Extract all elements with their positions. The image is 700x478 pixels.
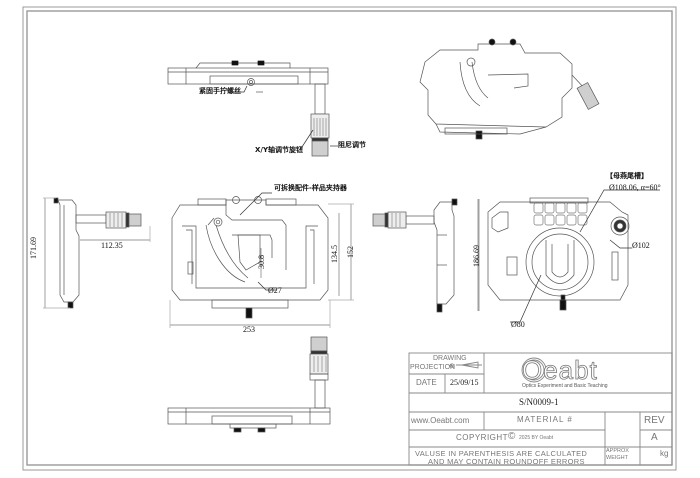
dim-width: 253 [243,325,255,334]
logo-tagline: Optics Experiment and Basic Teaching [522,383,608,389]
sheet-border [22,6,677,471]
front-view [169,192,354,328]
dim-height-left: 171.69 [29,237,38,259]
callout-xy-knob: X/Y轴调节旋钮 [255,146,304,154]
back-view [477,189,660,323]
side-view-left [43,197,151,309]
projection-icon: ⊕ [449,363,455,370]
isometric-view [419,38,600,140]
note-line-1: VALUSE IN PARENTHESIS ARE CALCULATED [415,449,588,458]
dim-slot: 30.8 [257,255,266,269]
dim-knob-length: 112.35 [101,241,123,250]
date-value: 25/09/15 [450,378,479,387]
copyright-label: COPYRIGHT [456,433,509,442]
weight-unit: kg [660,449,669,458]
part-number: S/N0009-1 [519,397,559,407]
material-label: MATERIAL # [517,415,573,424]
dim-hole-dia: Ø27 [268,286,282,295]
callout-sample-holder: 可拆换配件-样品夹持器 [274,184,347,192]
callout-thumb-screw: 紧固手拧螺丝 [199,87,241,95]
drawing-label: DRAWING [433,355,467,362]
rev-label: REV [644,415,665,426]
title-block [408,352,673,466]
side-view-right [372,198,480,313]
callout-dovetail-spec: Ø108.06, α=60° [609,183,661,192]
weight-label-1: APPROX [606,448,629,454]
callout-dovetail: 【母燕尾槽】 [606,172,648,180]
dim-inner-height: 134.5 [330,245,339,263]
rev-value: A [651,432,658,443]
note-line-2: AND MAY CONTAIN ROUNDOFF ERRORS [428,457,585,466]
website-link[interactable]: www.Oeabt.com [411,416,470,425]
dim-dia-80: Ø80 [511,320,525,329]
side-view-top [167,60,338,157]
dim-height-right: 186.69 [472,245,481,267]
callout-damping: 阻尼调节 [338,141,366,149]
copyright-note: 2025 BY Oeabt [519,435,554,441]
company-logo: Oeabt [522,355,598,385]
copyright-icon: © [508,431,516,442]
side-view-bottom [167,336,331,433]
dim-outer-height: 152 [346,246,355,258]
dim-dia-102: Ø102 [632,241,650,250]
weight-label-2: WEIGHT [606,455,628,461]
date-label: DATE [416,378,437,387]
projection-label: PROJECTION [410,364,456,371]
